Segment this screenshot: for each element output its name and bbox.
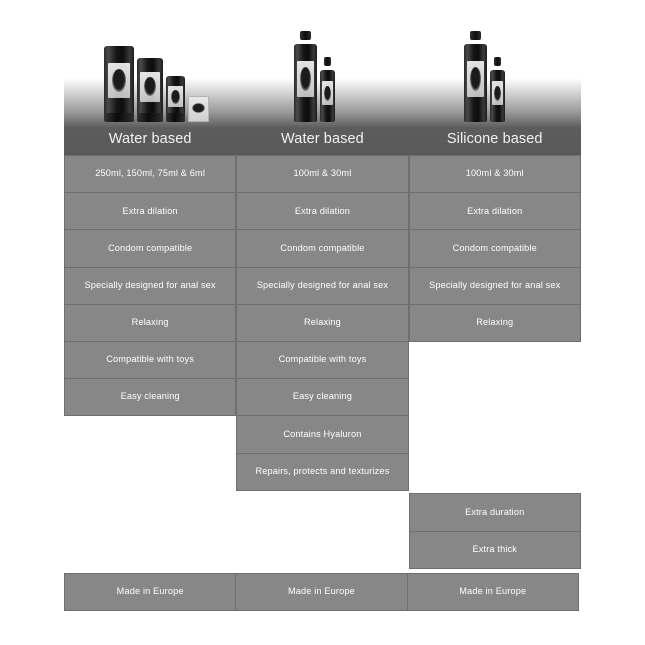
feature-cell: Extra thick — [408, 530, 581, 569]
product-group-water-based-pump — [294, 31, 335, 122]
pump-head-icon — [470, 31, 481, 40]
column-header-label: Water based — [108, 131, 192, 147]
feature-column-water-based-tubes: 250ml, 150ml, 75ml & 6ml Extra dilation … — [64, 155, 237, 417]
product-images — [64, 20, 581, 122]
feature-cell: Easy cleaning — [236, 378, 409, 417]
origin-row: Made in Europe Made in Europe Made in Eu… — [64, 573, 581, 612]
feature-cell: Repairs, protects and texturizes — [236, 452, 409, 491]
feature-cell: 100ml & 30ml — [408, 155, 581, 194]
origin-cell: Made in Europe — [64, 573, 237, 612]
feature-cell: Specially designed for anal sex — [64, 266, 237, 305]
product-group-water-based-tubes — [104, 46, 209, 122]
product-tube-250ml — [104, 46, 134, 122]
origin-cell: Made in Europe — [235, 573, 408, 612]
origin-cell: Made in Europe — [406, 573, 579, 612]
product-bottle-30ml — [490, 57, 505, 122]
product-tube-150ml — [137, 58, 163, 122]
column-header-silicone-based-pump: Silicone based — [409, 122, 581, 156]
tube-cap-icon — [166, 113, 185, 122]
feature-cell: Condom compatible — [408, 229, 581, 268]
feature-cell: Relaxing — [64, 303, 237, 342]
feature-cell: Extra duration — [408, 493, 581, 532]
feature-cell: Relaxing — [408, 303, 581, 342]
feature-cell: Extra dilation — [64, 192, 237, 231]
product-bottle-100ml — [294, 31, 317, 122]
product-bottle-100ml — [464, 31, 487, 122]
column-header-label: Water based — [281, 131, 364, 147]
product-sachet-6ml — [188, 96, 209, 122]
feature-column-silicone-based-pump: 100ml & 30ml Extra dilation Condom compa… — [408, 155, 581, 569]
column-header-water-based-tubes: Water based — [64, 122, 236, 156]
feature-cell: Specially designed for anal sex — [236, 266, 409, 305]
column-header-label: Silicone based — [446, 131, 543, 147]
feature-cell: Condom compatible — [236, 229, 409, 268]
pump-head-icon — [300, 31, 311, 40]
feature-cell: Compatible with toys — [236, 340, 409, 380]
product-tube-75ml — [166, 76, 185, 122]
feature-cell: Extra dilation — [236, 192, 409, 231]
feature-cell: Compatible with toys — [64, 340, 237, 380]
column-header-water-based-pump: Water based — [236, 122, 408, 156]
product-group-silicone-based-pump — [464, 31, 505, 122]
feature-cell: Extra dilation — [408, 192, 581, 231]
pump-head-icon — [324, 57, 331, 66]
pump-head-icon — [494, 57, 501, 66]
column-gap — [409, 342, 581, 495]
product-bottle-30ml — [320, 57, 335, 122]
feature-cell: Condom compatible — [64, 229, 237, 268]
feature-grid: 250ml, 150ml, 75ml & 6ml Extra dilation … — [64, 155, 581, 616]
feature-cell: 250ml, 150ml, 75ml & 6ml — [64, 155, 237, 194]
column-headers: Water based Water based Silicone based — [64, 122, 581, 156]
tube-cap-icon — [137, 113, 163, 122]
feature-cell: Specially designed for anal sex — [408, 266, 581, 305]
feature-cell: Contains Hyaluron — [236, 415, 409, 454]
tube-cap-icon — [104, 113, 134, 122]
feature-column-water-based-pump: 100ml & 30ml Extra dilation Condom compa… — [236, 155, 409, 491]
feature-cell: Relaxing — [236, 303, 409, 342]
feature-cell: 100ml & 30ml — [236, 155, 409, 194]
feature-cell: Easy cleaning — [64, 378, 237, 417]
